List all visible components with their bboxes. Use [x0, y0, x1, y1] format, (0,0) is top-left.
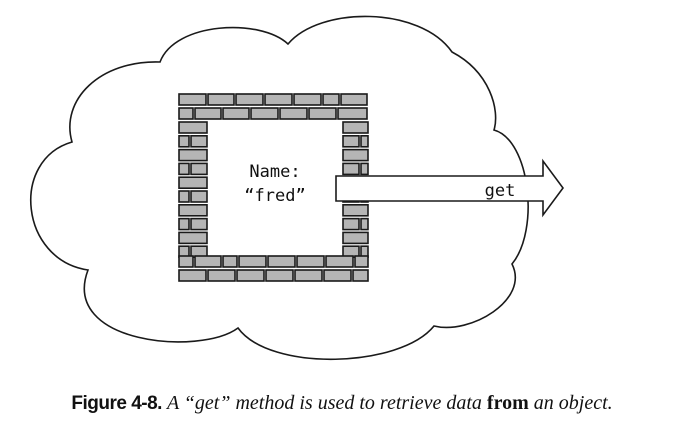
brick — [265, 269, 294, 282]
brick — [340, 93, 368, 106]
brick — [296, 255, 325, 268]
brick — [190, 162, 208, 176]
brick — [178, 269, 207, 282]
brick — [178, 135, 190, 148]
brick — [236, 269, 265, 282]
brick — [250, 107, 279, 120]
brick — [360, 162, 369, 176]
brick — [322, 93, 340, 106]
brick — [342, 148, 369, 162]
brick — [190, 217, 208, 231]
brick — [342, 135, 360, 148]
get-arrow-label: get — [485, 181, 516, 201]
brick — [342, 231, 369, 245]
brick — [222, 255, 238, 268]
brick — [293, 93, 322, 106]
object-diagram: Name: “fred” get — [29, 15, 564, 361]
brick — [352, 269, 369, 282]
caption-text-part-1: A “get” method is used to retrieve data — [166, 392, 482, 414]
brick — [264, 93, 293, 106]
brick — [342, 121, 369, 134]
brick — [178, 162, 190, 176]
get-arrow — [335, 158, 564, 218]
brick — [194, 107, 222, 120]
brick — [194, 255, 222, 268]
brick — [325, 255, 354, 268]
brick — [238, 255, 267, 268]
brick — [360, 217, 369, 231]
brick — [178, 93, 207, 106]
brick — [207, 269, 236, 282]
brick — [360, 135, 369, 148]
name-label: Name: — [249, 162, 300, 182]
brick — [178, 176, 208, 189]
brick — [323, 269, 352, 282]
brick — [178, 190, 190, 203]
brick — [342, 204, 369, 217]
brick — [190, 135, 208, 148]
brick — [178, 217, 190, 231]
brick — [222, 107, 250, 120]
caption-text-bold: from — [486, 392, 529, 414]
brick — [178, 204, 208, 217]
brick — [178, 255, 194, 268]
brick — [308, 107, 337, 120]
figure-caption: Figure 4-8. A “get” method is used to re… — [0, 392, 684, 415]
brick — [337, 107, 368, 120]
brick — [178, 121, 208, 134]
brick — [178, 231, 208, 245]
brick — [178, 148, 208, 162]
caption-text-part-2: an object. — [533, 392, 613, 414]
figure-number: Figure 4-8. — [71, 393, 162, 414]
brick — [178, 107, 194, 120]
cloud-shape — [29, 15, 529, 361]
brick — [294, 269, 323, 282]
brick — [235, 93, 264, 106]
brick — [267, 255, 296, 268]
brick — [342, 162, 360, 176]
name-value: “fred” — [244, 186, 305, 206]
brick — [190, 190, 208, 203]
brick-wall — [178, 93, 369, 282]
brick — [354, 255, 369, 268]
brick — [279, 107, 308, 120]
brick — [342, 217, 360, 231]
brick — [207, 93, 235, 106]
